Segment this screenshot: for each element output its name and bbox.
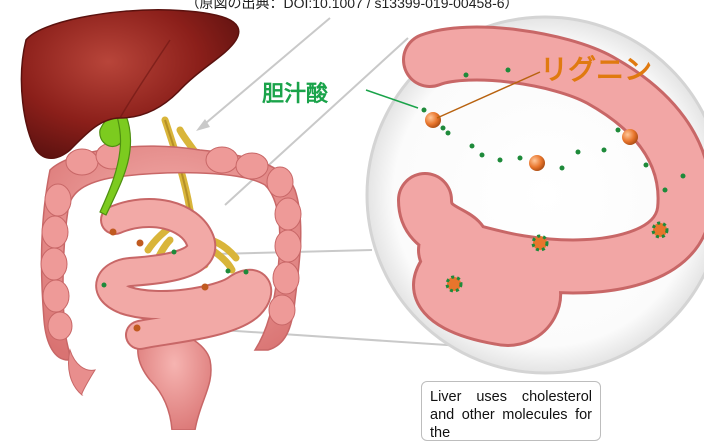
- bile-acid-label: 胆汁酸: [262, 76, 328, 108]
- lignin-particle: [425, 112, 441, 128]
- lignin-particle: [622, 129, 638, 145]
- caption-box: Liver uses cholesterol and other molecul…: [421, 381, 601, 441]
- lignin-particle: [529, 155, 545, 171]
- lignin-label: リグニン: [540, 48, 652, 88]
- small-intestine: [110, 213, 257, 335]
